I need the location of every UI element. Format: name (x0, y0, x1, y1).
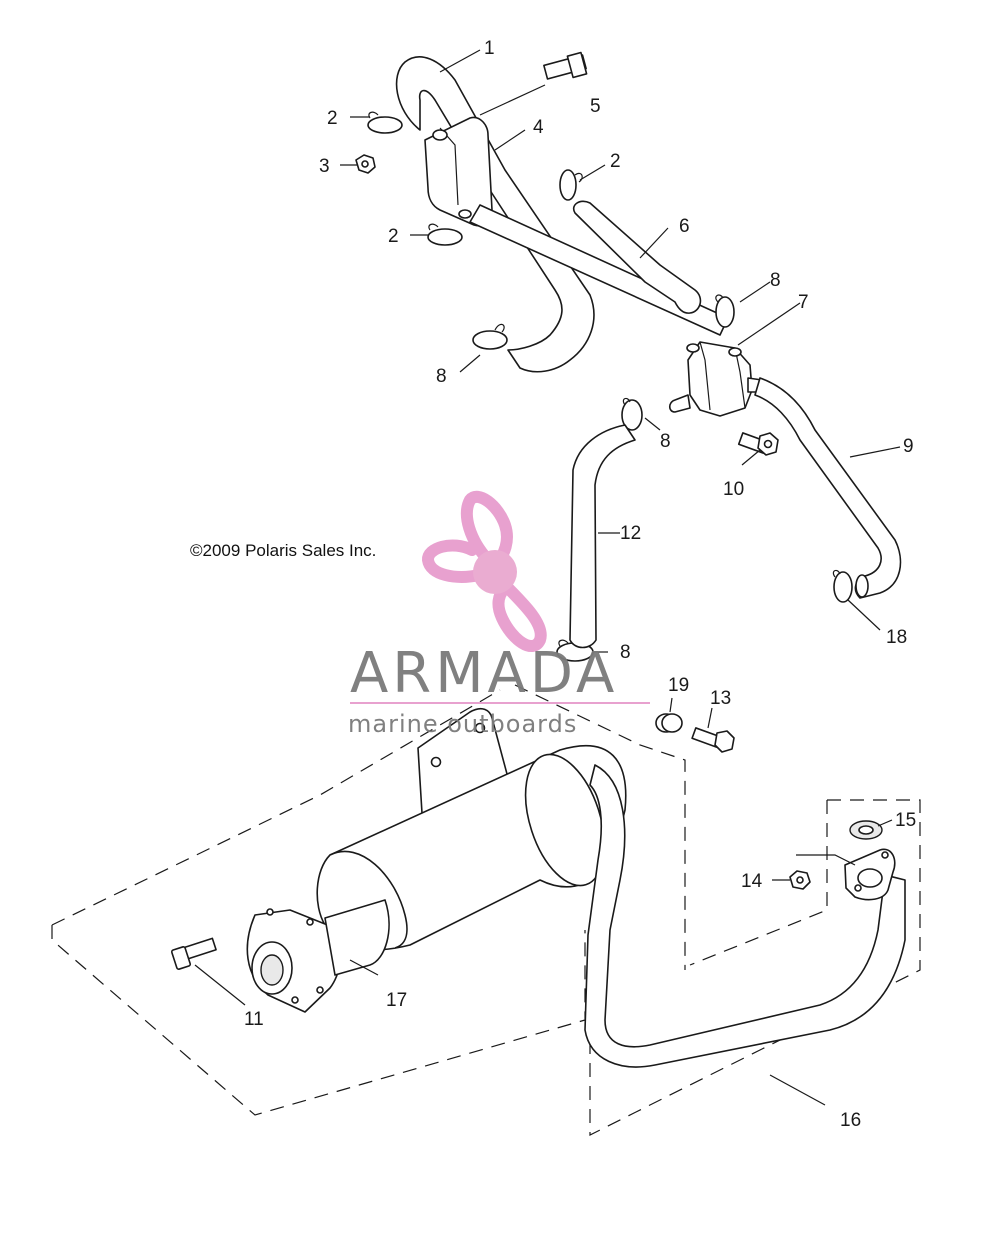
callout-13: 13 (710, 688, 731, 709)
callout-8-lower: 8 (620, 642, 631, 663)
callout-8-left: 8 (436, 366, 447, 387)
bolt-10 (737, 432, 779, 456)
callout-8-middle: 8 (660, 431, 671, 452)
callout-labels: 1 2 3 4 5 2 2 6 8 7 8 9 8 10 12 18 8 19 … (244, 38, 916, 1131)
gasket-15 (849, 820, 883, 840)
bolt-11 (170, 937, 217, 970)
spacer-19 (655, 713, 683, 733)
callout-2-upper: 2 (327, 108, 338, 129)
callout-6: 6 (679, 216, 690, 237)
copyright-notice: ©2009 Polaris Sales Inc. (190, 541, 376, 560)
callout-12: 12 (620, 523, 641, 544)
callout-16: 16 (840, 1110, 861, 1131)
callout-8-upper-right: 8 (770, 270, 781, 291)
breather-hose-1 (395, 56, 595, 373)
propeller-logo-icon (422, 490, 547, 652)
leader-lines (194, 49, 901, 1106)
clamp-8-left (472, 323, 508, 350)
hose-9 (754, 377, 902, 599)
armada-watermark: ARMADA marine outboards (348, 490, 650, 738)
callout-3: 3 (319, 156, 330, 177)
callout-10: 10 (723, 479, 744, 500)
hose-12 (569, 424, 636, 649)
callout-11: 11 (244, 1009, 264, 1030)
callout-5: 5 (590, 96, 601, 117)
nut-3 (355, 154, 376, 174)
valve-housing-7 (668, 341, 763, 417)
nut-14 (789, 870, 811, 890)
hose-6 (572, 200, 702, 314)
watermark-tagline: marine outboards (348, 710, 577, 738)
callout-9: 9 (903, 436, 914, 457)
bolt-5 (543, 51, 588, 80)
watermark-brand: ARMADA (350, 641, 618, 706)
callout-19: 19 (668, 675, 689, 696)
clamp-18 (832, 569, 853, 603)
callout-2-right: 2 (610, 151, 621, 172)
clamp-2-lower (427, 223, 463, 246)
clamp-8-upper-right (715, 294, 735, 328)
bolt-13 (691, 727, 735, 753)
assembly-outline-right (589, 799, 921, 1136)
callout-15: 15 (895, 810, 916, 831)
callout-1: 1 (484, 38, 495, 59)
callout-2-lower: 2 (388, 226, 399, 247)
callout-17: 17 (386, 990, 407, 1011)
outlet-flange-17 (246, 899, 390, 1013)
exhaust-pipe-16 (584, 764, 906, 1068)
callout-18: 18 (886, 627, 907, 648)
clamp-8-middle (621, 397, 643, 431)
air-box-cover-4 (424, 116, 493, 227)
assembly-outline-left (51, 684, 686, 1116)
clamp-2-upper (367, 111, 403, 134)
callout-4: 4 (533, 117, 544, 138)
callout-14: 14 (741, 871, 763, 892)
clamp-2-right (559, 169, 583, 201)
callout-7: 7 (798, 292, 809, 313)
